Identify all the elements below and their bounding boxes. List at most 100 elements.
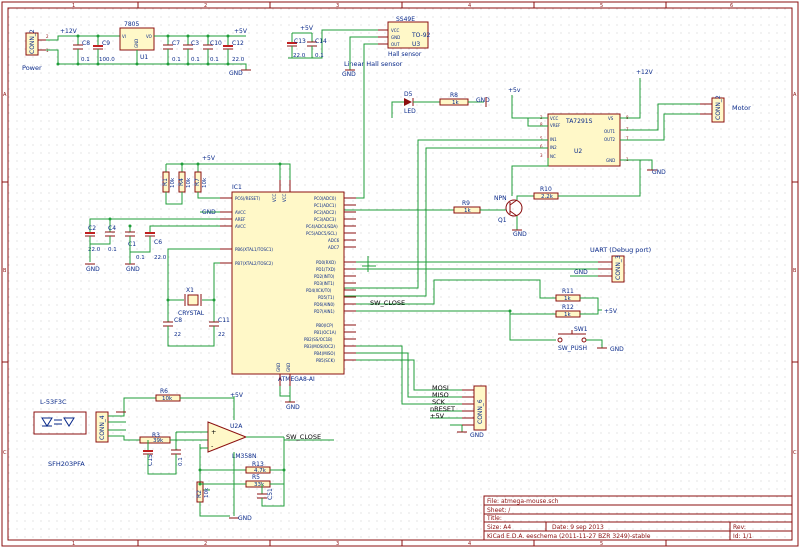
row-label: A — [793, 92, 797, 98]
schematic-label: ADC7 — [328, 245, 340, 250]
res-value: 1k — [564, 312, 571, 318]
schematic-label: PD3(INT1) — [314, 281, 335, 286]
cap-ref: C13 — [294, 38, 306, 45]
gnd-label: GND — [470, 432, 484, 439]
wire — [108, 397, 156, 417]
title-block-app: KiCad E.D.A. eeschema (2011-11-27 BZR 32… — [487, 533, 651, 540]
gnd-label: GND — [86, 266, 100, 273]
junction-dot — [186, 34, 190, 38]
component-body — [223, 45, 233, 47]
cap-ref: C3 — [191, 40, 199, 47]
cap-ref: C9 — [102, 40, 110, 47]
pin-line — [509, 199, 518, 206]
schematic-label: GND — [286, 363, 291, 372]
hall-sensor-section: SS49E VCC GND OUT TO-92 U3 Hall sensor L… — [287, 16, 431, 199]
junction-dot — [166, 298, 170, 302]
gnd-label: GND — [229, 70, 243, 77]
junction-dot — [166, 62, 170, 66]
schematic-label: PB3(MOSI/OC2) — [304, 344, 335, 349]
col-label: 3 — [336, 3, 339, 9]
wire — [356, 279, 556, 305]
mcu-power-label: +5V — [202, 155, 216, 162]
component-body — [93, 45, 103, 47]
schematic-label: VO — [146, 34, 152, 39]
res-value: 1k — [452, 100, 459, 106]
schematic-label: 10k — [202, 177, 208, 188]
junction-dot — [186, 62, 190, 66]
hall-title: Linear Hall sensor — [344, 60, 403, 68]
schematic-label: PD6(AIN0) — [314, 302, 335, 307]
schematic-label: R1 — [162, 178, 169, 186]
hall-package: TO-92 — [411, 32, 431, 39]
hall-power-label: +5V — [300, 25, 314, 32]
cap-value: 0.1 — [172, 57, 181, 63]
led-section: D5 LED R8 1k GND — [391, 91, 490, 118]
schematic-label: R7 — [194, 178, 201, 186]
switch-name: SW_PUSH — [558, 345, 587, 352]
schematic-label: CONN_3 — [615, 255, 622, 280]
row-label: C — [3, 450, 7, 456]
junction-dot — [108, 217, 112, 221]
gnd-label: GND — [652, 169, 666, 176]
power-in-label: +12V — [60, 28, 78, 35]
cap-ref: C8 — [82, 40, 90, 47]
wire — [199, 502, 230, 517]
res-value: 1k — [464, 208, 471, 214]
schematic-label: PD7(AIN1) — [314, 309, 335, 314]
led-ref: D5 — [404, 91, 413, 98]
title-block-rev: Rev: — [733, 524, 746, 531]
title-block-sheet: Sheet: / — [487, 507, 511, 514]
isp-signal: nRESET — [430, 405, 455, 413]
wire — [511, 158, 549, 196]
junction-dot — [206, 62, 210, 66]
wire — [516, 195, 534, 200]
opamp-ref: U2A — [230, 423, 243, 430]
cap-value: 0.1 — [191, 57, 200, 63]
switch-power-label: +5V — [604, 308, 618, 315]
schematic-label: 0.1 — [178, 457, 184, 466]
schematic-label: CONN_6 — [477, 399, 484, 424]
row-label: B — [3, 268, 7, 274]
schematic-label: C1 — [128, 241, 136, 248]
sensor-label: L-53F3C — [40, 398, 67, 406]
junction-dot — [96, 62, 100, 66]
motor-connector — [711, 97, 725, 123]
schematic-label: IN2 — [550, 145, 557, 150]
title-block-title: Title: — [486, 515, 502, 522]
switch-ref: SW1 — [574, 326, 588, 333]
res-value: 2.2k — [541, 194, 554, 200]
schematic-label: R11 — [562, 288, 574, 295]
schematic-label: PB0(ICP) — [316, 323, 334, 328]
schematic-label: 8 — [540, 122, 543, 127]
schematic-label: PC1(ADC1) — [314, 203, 336, 208]
schematic-label: PD1(TXD) — [316, 267, 336, 272]
gnd-label: GND — [126, 266, 140, 273]
junction-dot — [96, 34, 100, 38]
schematic-label: 10k — [204, 487, 210, 498]
regulator-ref: 7805 — [124, 21, 139, 28]
schematic-label: C11 — [218, 317, 230, 324]
cap-ref: C7 — [172, 40, 180, 47]
col-label: 5 — [600, 541, 603, 547]
schematic-label: PD0(RXD) — [316, 260, 336, 265]
schematic-label: 1k — [564, 296, 571, 302]
col-label: 3 — [336, 541, 339, 547]
schematic-label: R2 — [196, 490, 203, 498]
schematic-label: 0.1 — [136, 255, 145, 261]
junction-dot — [226, 34, 230, 38]
wire — [166, 163, 291, 180]
mcu-section: IC1 ATMEGA8-AI PC6(/RESET) AVCC AREF AVC… — [85, 155, 356, 411]
schematic-label: R3 — [152, 432, 160, 439]
schematic-label: R12 — [562, 304, 574, 311]
schematic-label: VCC — [550, 116, 559, 121]
symbol-shape — [41, 417, 53, 427]
schematic-label: 10k — [186, 177, 192, 188]
wire — [558, 160, 641, 197]
cap-value: 22.0 — [293, 53, 306, 59]
hall-sensor — [387, 21, 429, 49]
led-diode-icon — [404, 98, 412, 106]
wire — [580, 310, 599, 315]
schematic-label: 33k — [254, 482, 265, 488]
schematic-label: PB6(XTAL1/TOSC1) — [235, 247, 273, 252]
